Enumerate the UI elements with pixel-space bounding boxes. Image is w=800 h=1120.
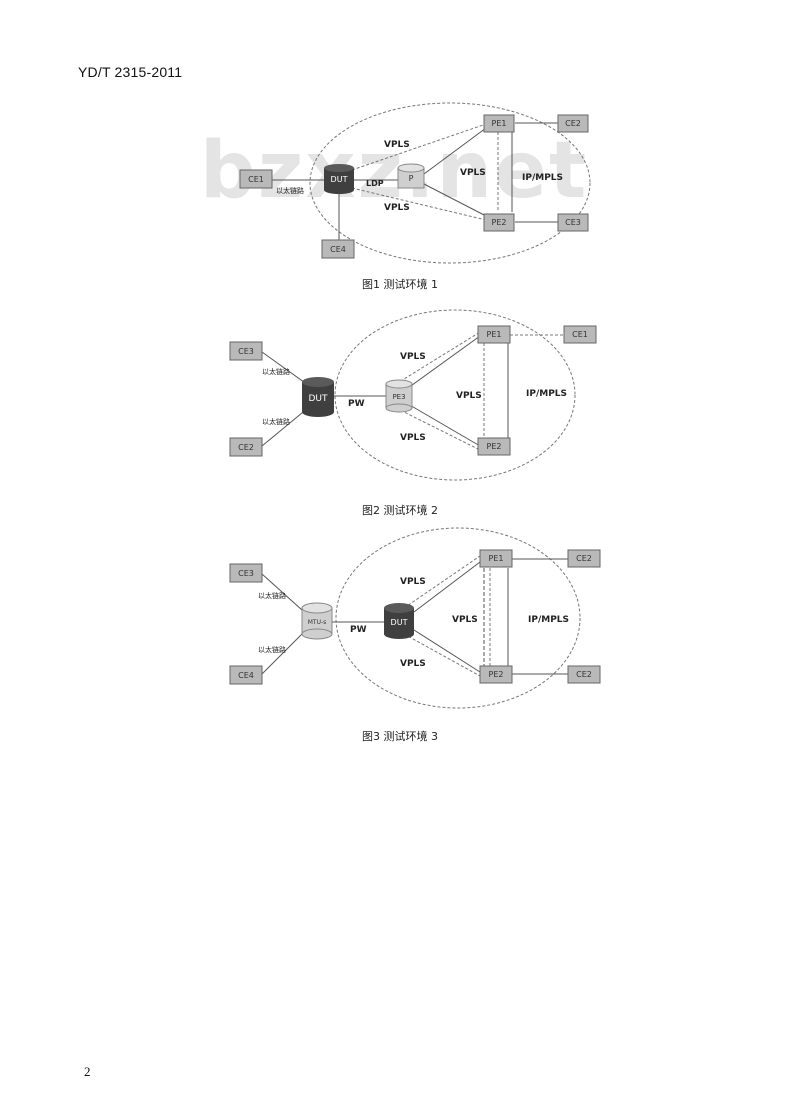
vpls-top-label: VPLS bbox=[384, 140, 410, 150]
node-ce1-label: CE1 bbox=[248, 175, 264, 184]
standard-code-header: YD/T 2315-2011 bbox=[78, 64, 183, 80]
node-ce3 bbox=[557, 213, 589, 232]
figure-3-caption: 图3 测试环境 3 bbox=[362, 730, 438, 743]
eth-link-label: 以太链路 bbox=[276, 186, 304, 195]
link-p-pe1 bbox=[423, 127, 487, 175]
node-dut-cylinder bbox=[324, 164, 354, 194]
ipmpls-label: IP/MPLS bbox=[522, 173, 563, 183]
figure-1-caption: 图1 测试环境 1 bbox=[362, 278, 438, 291]
link-p-pe2 bbox=[423, 183, 487, 217]
page-number: 2 bbox=[84, 1064, 91, 1079]
vpls-bottom-label: VPLS bbox=[384, 203, 410, 213]
node-pe1 bbox=[483, 114, 515, 133]
node-pe2-label: PE2 bbox=[492, 218, 507, 227]
vpls-mid-label: VPLS bbox=[460, 168, 486, 178]
network-boundary-ellipse bbox=[309, 102, 591, 264]
node-ce1 bbox=[239, 169, 273, 189]
link-dut-pe2 bbox=[351, 187, 487, 221]
ldp-label: LDP bbox=[366, 179, 384, 188]
node-p-label: P bbox=[409, 174, 414, 183]
node-ce4 bbox=[321, 239, 355, 259]
node-ce2 bbox=[557, 114, 589, 133]
figure-2-caption: 图2 测试环境 2 bbox=[362, 504, 438, 517]
node-p-cylinder bbox=[397, 163, 425, 189]
node-ce3-label: CE3 bbox=[565, 218, 581, 227]
node-pe2 bbox=[483, 213, 515, 232]
node-ce2-label: CE2 bbox=[565, 119, 581, 128]
node-dut-label: DUT bbox=[331, 175, 348, 184]
node-pe1-label: PE1 bbox=[492, 119, 507, 128]
link-dut-pe1 bbox=[351, 123, 487, 171]
node-ce4-label: CE4 bbox=[330, 245, 346, 254]
